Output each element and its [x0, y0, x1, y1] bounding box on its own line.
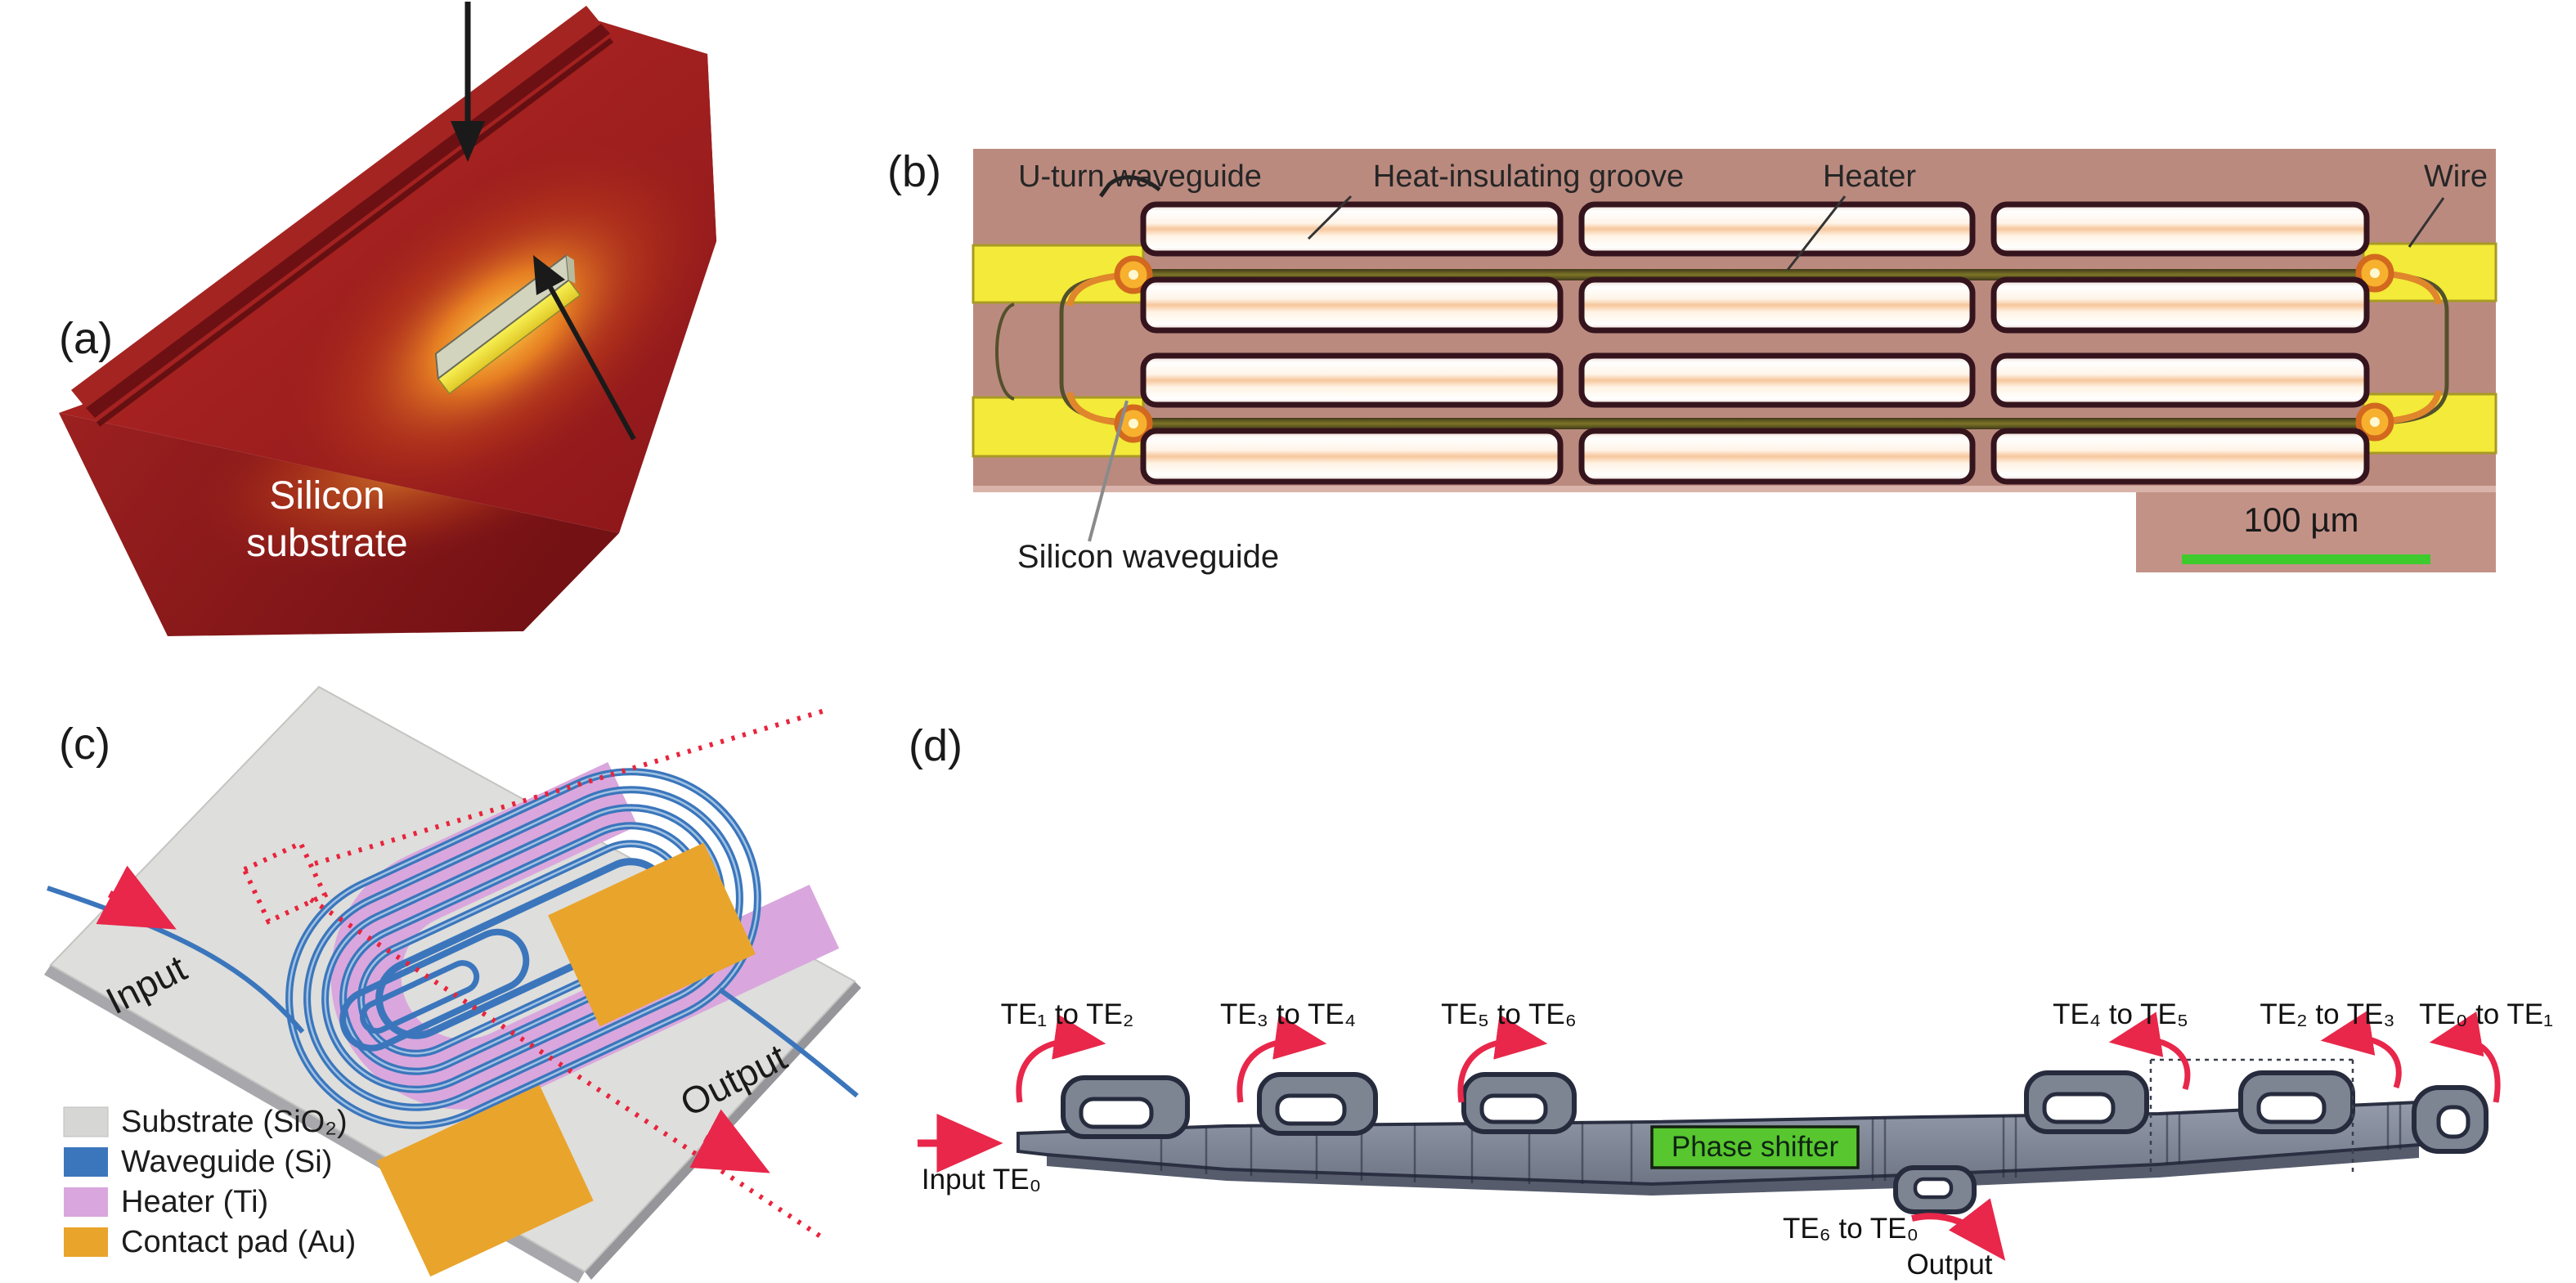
panel-d-label: (d): [909, 721, 963, 770]
panel-a-label: (a): [59, 314, 113, 363]
output-arrow-icon: [689, 1109, 770, 1173]
groove-pointer-arrow-icon: [451, 2, 485, 162]
heater-pointer-arrow-icon: [533, 255, 636, 441]
converter-label-te2-te3: TE₂ to TE₃: [2260, 998, 2394, 1030]
mode-converter-bumps: [1061, 1070, 2488, 1214]
dashed-highlight-box: [2149, 1058, 2354, 1175]
panel-c-3d-schematic: (c) Input Output Substrate (SiO₂) Wavegu…: [44, 685, 861, 1283]
scale-bar: [2182, 554, 2430, 564]
input-te0-label: Input TE₀: [922, 1164, 1041, 1196]
contact-pads-au: [376, 842, 756, 1277]
legend: Substrate (SiO₂) Waveguide (Si) Heater (…: [63, 1105, 356, 1259]
silicon-substrate-block: [59, 6, 716, 636]
converter-label-te3-te4: TE₃ to TE₄: [1220, 998, 1356, 1030]
output-label: Output: [1906, 1249, 1992, 1281]
heat-insulating-groove-label: Heat-insulating groove: [1373, 159, 1684, 194]
panel-c-label: (c): [59, 720, 110, 769]
annotation-leaders: [1088, 175, 2445, 542]
zoom-region-dashed: [240, 707, 828, 1241]
conversion-arrows-right: [2108, 1010, 2501, 1103]
phase-shifter-label: Phase shifter: [1672, 1131, 1839, 1163]
conversion-arrows-left: [1016, 1014, 1548, 1103]
legend-swatch-contact-pad: [64, 1227, 108, 1257]
legend-label-waveguide: Waveguide (Si): [121, 1145, 332, 1179]
legend-swatch-substrate: [63, 1106, 109, 1137]
panel-b-label: (b): [887, 147, 941, 196]
heater-groove-cells: [1140, 201, 2370, 485]
legend-label-heater: Heater (Ti): [121, 1185, 268, 1219]
panel-b-micrograph: (b) U-turn waveguide Heat-insulating gro…: [887, 147, 2497, 575]
substrate-label-line1: Silicon: [269, 474, 384, 518]
panel-a-3d-substrate: (a) Silicon substrate: [59, 2, 716, 636]
legend-label-contact-pad: Contact pad (Au): [121, 1225, 356, 1259]
legend-swatch-heater: [64, 1187, 108, 1217]
bond-pads: [1114, 253, 2394, 443]
converter-label-te0-te1: TE₀ to TE₁: [2419, 998, 2553, 1030]
silicon-waveguide-label: Silicon waveguide: [1017, 539, 1279, 575]
heater-label: Heater: [1823, 159, 1916, 194]
wire-label: Wire: [2424, 159, 2488, 194]
output-arrow-icon: [1911, 1198, 2006, 1261]
u-turn-waveguide-label: U-turn waveguide: [1018, 159, 1262, 194]
panel-d-mode-converter-chain: Phase shifter (d) TE₁ to TE₂ TE₃ to TE₄ …: [909, 721, 2553, 1281]
converter-label-te5-te6: TE₅ to TE₆: [1441, 998, 1577, 1030]
converter-label-te1-te2: TE₁ to TE₂: [1001, 998, 1134, 1030]
substrate-label-line2: substrate: [246, 522, 407, 565]
scale-bar-label: 100 µm: [2244, 500, 2359, 539]
heater-bar: [434, 253, 581, 395]
te6-te0-label: TE₆ to TE₀: [1783, 1213, 1919, 1245]
converter-label-te4-te5: TE₄ to TE₅: [2053, 998, 2188, 1030]
input-arrow-icon: [96, 865, 177, 930]
legend-swatch-waveguide: [64, 1147, 108, 1177]
phase-shifter-box: [1650, 1125, 1860, 1169]
mesh-lines: [1160, 1104, 2402, 1185]
legend-label-substrate: Substrate (SiO₂): [121, 1105, 348, 1139]
